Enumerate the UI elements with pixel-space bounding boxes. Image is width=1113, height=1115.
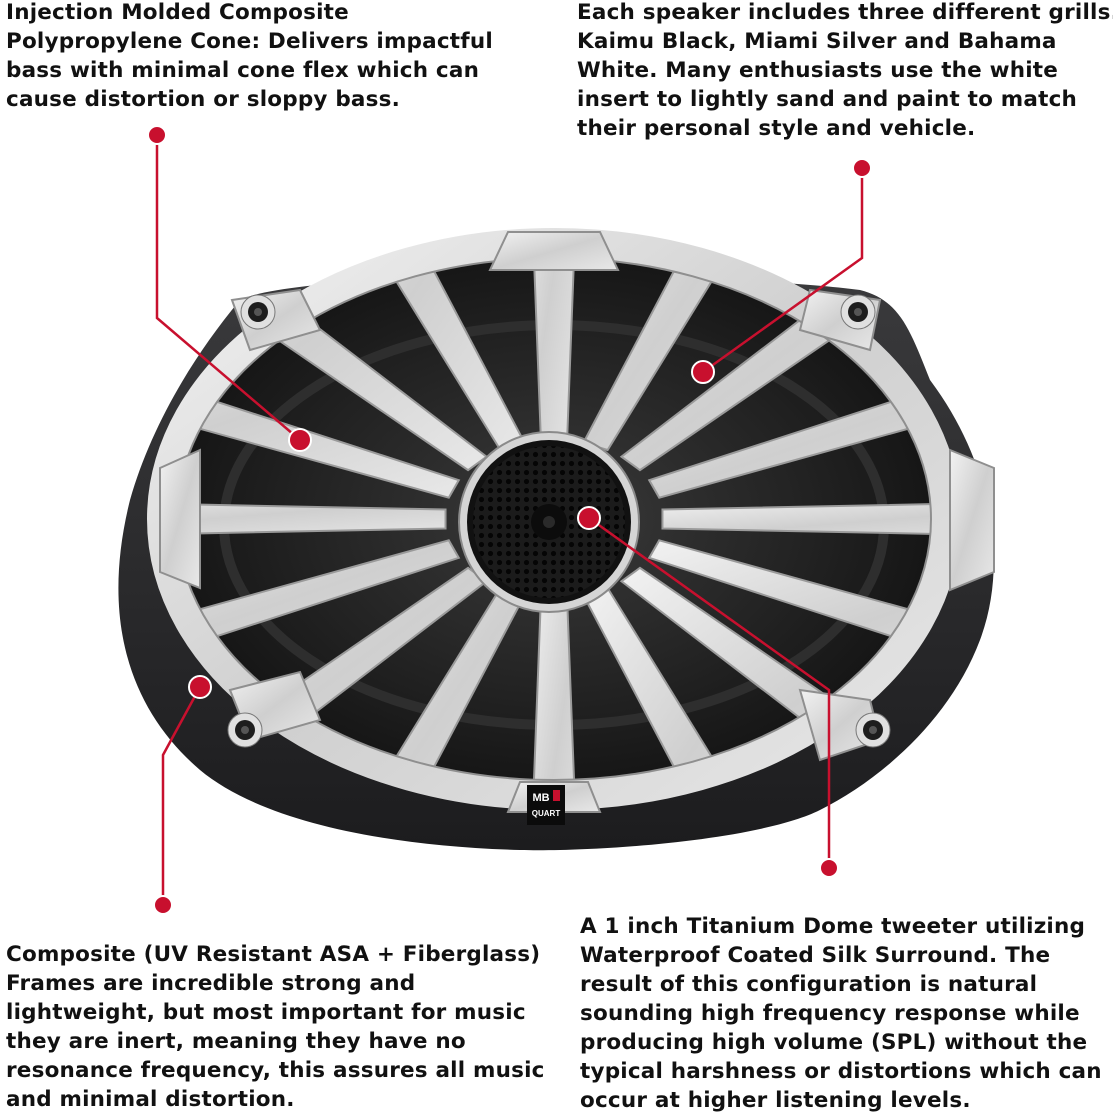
svg-text:QUART: QUART bbox=[532, 809, 561, 818]
leader-tweeter bbox=[588, 516, 831, 868]
dot-tweeter-bottom bbox=[819, 858, 839, 878]
mb-quart-logo: MB QUART bbox=[527, 785, 565, 825]
callout-line: White. Many enthusiasts use the white bbox=[577, 58, 1059, 83]
callout-line: Polypropylene Cone: Delivers impactful bbox=[6, 29, 493, 54]
callout-line: occur at higher listening levels. bbox=[580, 1088, 971, 1113]
dot-frame-bottom bbox=[153, 895, 173, 915]
grill-spoke bbox=[661, 499, 942, 539]
callout-line: producing high volume (SPL) without the bbox=[580, 1030, 1088, 1055]
callout-grills: Each speaker includes three different gr… bbox=[577, 0, 1113, 143]
dot-tweeter-target bbox=[577, 506, 601, 530]
callout-line: Each speaker includes three different gr… bbox=[577, 0, 1113, 25]
grill-spoke bbox=[166, 499, 447, 539]
callout-line: Kaimu Black, Miami Silver and Bahama bbox=[577, 29, 1057, 54]
dot-cone-target bbox=[288, 428, 312, 452]
callout-line: Frames are incredible strong and bbox=[6, 971, 416, 996]
callout-line: A 1 inch Titanium Dome tweeter utilizing bbox=[580, 914, 1086, 939]
callout-line: their personal style and vehicle. bbox=[577, 116, 976, 141]
callout-line: insert to lightly sand and paint to matc… bbox=[577, 87, 1078, 112]
grill-spoke bbox=[647, 539, 942, 699]
callout-line: Composite (UV Resistant ASA + Fiberglass… bbox=[6, 942, 541, 967]
callout-line: Injection Molded Composite bbox=[6, 0, 349, 25]
callout-line: they are inert, meaning they have no bbox=[6, 1029, 466, 1054]
svg-text:MB: MB bbox=[532, 792, 549, 804]
callout-line: typical harshness or distortions which c… bbox=[580, 1059, 1102, 1084]
tweeter bbox=[458, 431, 640, 613]
dot-grills-target bbox=[691, 360, 715, 384]
callout-line: sounding high frequency response while bbox=[580, 1001, 1080, 1026]
callout-line: bass with minimal cone flex which can bbox=[6, 58, 480, 83]
callout-leaders bbox=[155, 135, 864, 905]
callout-line: lightweight, but most important for musi… bbox=[6, 1000, 526, 1025]
dot-cone-top bbox=[147, 125, 167, 145]
callout-tweeter: A 1 inch Titanium Dome tweeter utilizing… bbox=[580, 912, 1102, 1115]
dot-frame-target bbox=[188, 675, 212, 699]
callout-line: Waterproof Coated Silk Surround. The bbox=[580, 943, 1051, 968]
callout-line: and minimal distortion. bbox=[6, 1087, 295, 1112]
leader-grills bbox=[702, 168, 864, 374]
grill-spoke bbox=[166, 339, 461, 499]
callout-line: cause distortion or sloppy bass. bbox=[6, 87, 400, 112]
leader-frame bbox=[161, 686, 202, 905]
leader-cone bbox=[155, 135, 301, 441]
callout-line: resonance frequency, this assures all mu… bbox=[6, 1058, 545, 1083]
callout-frame: Composite (UV Resistant ASA + Fiberglass… bbox=[6, 940, 545, 1114]
frame-screws bbox=[227, 294, 891, 748]
callout-dots bbox=[147, 125, 872, 915]
dot-grills-top bbox=[852, 158, 872, 178]
callout-line: result of this configuration is natural bbox=[580, 972, 1038, 997]
